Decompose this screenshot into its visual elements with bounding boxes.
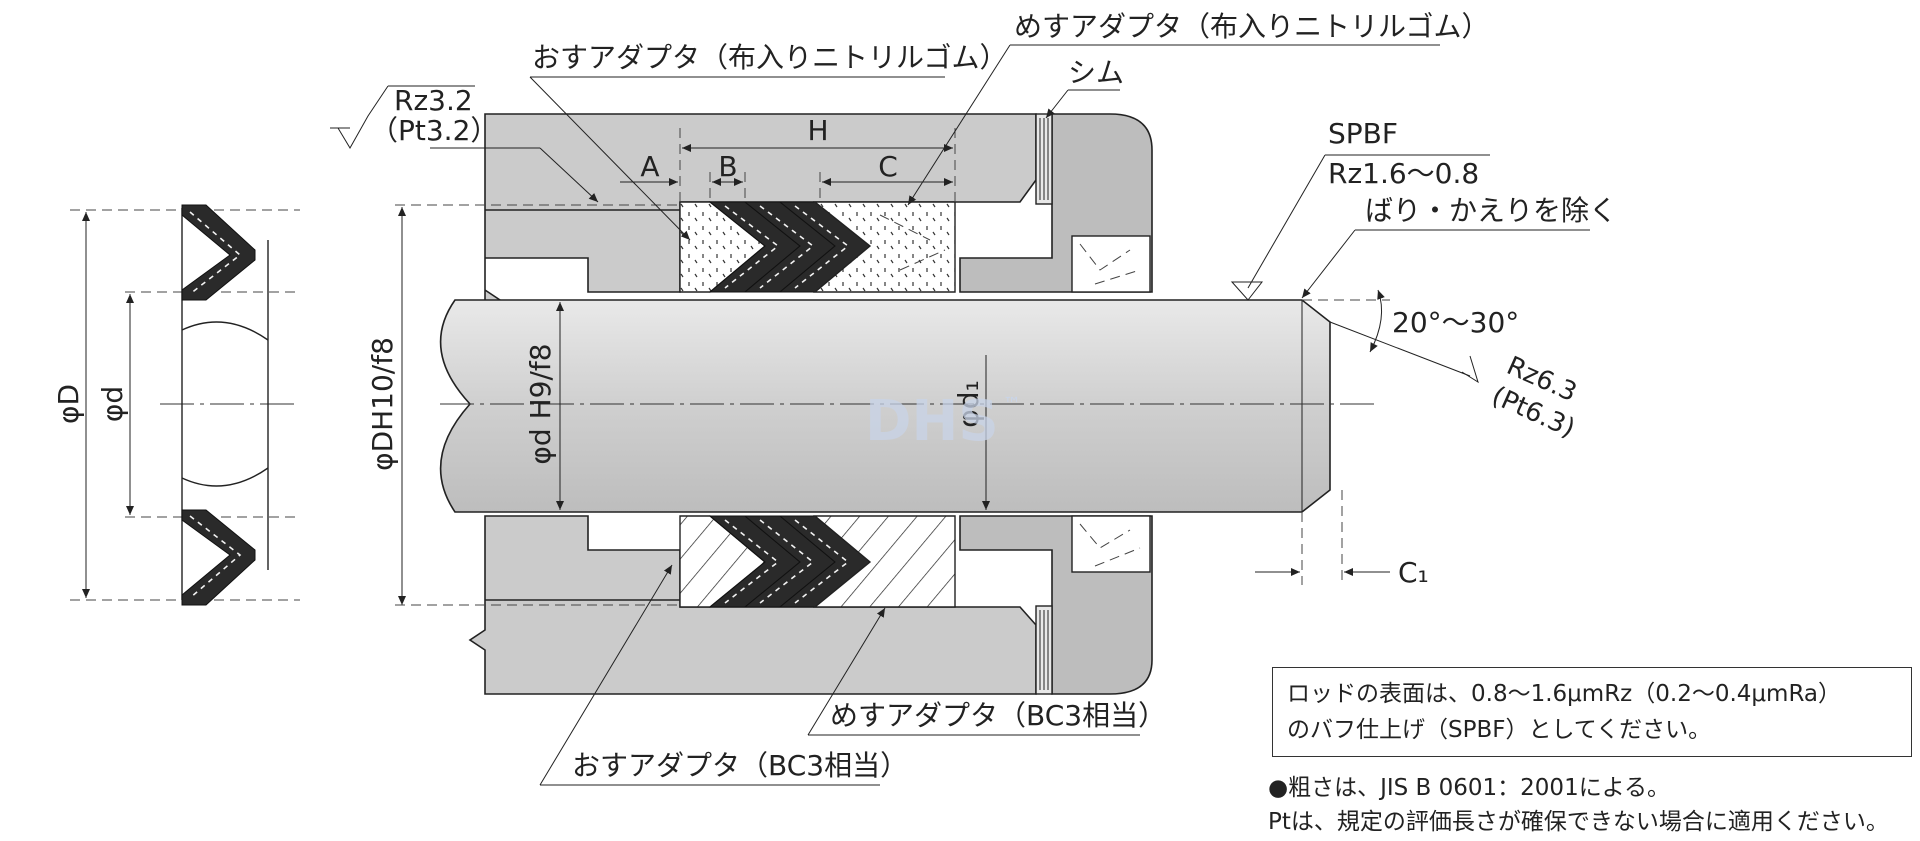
wiper-lower xyxy=(1071,515,1151,573)
dim-B: B xyxy=(718,150,737,183)
dim-phid: φd xyxy=(96,386,129,422)
label-male-adapter-fabric: おすアダプタ（布入りニトリルゴム） xyxy=(532,41,1007,74)
label-female-adapter-fabric: めすアダプタ（布入りニトリルゴム） xyxy=(1014,10,1489,43)
dim-phiD-fit: φDH10/f8 xyxy=(366,337,399,471)
dim-phiD: φD xyxy=(52,384,85,424)
female-adapter-fabric xyxy=(813,201,956,293)
dimensions-main: φDH10/f8 φd H9/f8 φd₁ H A B C C₁ xyxy=(366,114,1429,606)
label-angle: 20°〜30° xyxy=(1392,306,1519,339)
label-female-adapter-bc3: めすアダプタ（BC3相当） xyxy=(830,699,1166,732)
female-adapter-bc3 xyxy=(813,515,956,608)
footnote-roughness: ●粗さは、JIS B 0601：2001による。 xyxy=(1268,775,1671,801)
label-male-adapter-bc3: おすアダプタ（BC3相当） xyxy=(572,749,908,782)
dim-phid-fit: φd H9/f8 xyxy=(524,343,557,464)
label-pt-bore: （Pt3.2） xyxy=(370,114,498,147)
dim-A: A xyxy=(640,150,659,183)
label-rz-rod: Rz1.6〜0.8 xyxy=(1328,157,1479,190)
rod-surface-note-line2: のバフ仕上げ（SPBF）としてください。 xyxy=(1287,717,1712,743)
v-ring-top xyxy=(181,204,256,301)
dim-H: H xyxy=(807,114,828,147)
packing-set-upper xyxy=(679,201,956,293)
rod-surface-note-line1: ロッドの表面は、0.8〜1.6μmRz（0.2〜0.4μmRa） xyxy=(1287,681,1842,707)
packing-set-lower xyxy=(679,515,956,608)
label-spbf: SPBF xyxy=(1328,117,1398,150)
label-rz-bore: Rz3.2 xyxy=(394,84,473,117)
watermark-tm: ™ xyxy=(1003,394,1021,415)
housing xyxy=(468,113,1153,695)
dim-C1: C₁ xyxy=(1398,556,1429,589)
footnote-pt: Ptは、規定の評価長さが確保できない場合に適用ください。 xyxy=(1268,809,1889,835)
v-ring-bottom xyxy=(181,509,256,606)
rod-body xyxy=(439,299,1331,513)
label-shim: シム xyxy=(1068,56,1124,89)
watermark: DHS xyxy=(865,389,999,454)
wiper-upper xyxy=(1071,235,1151,293)
dim-phid1: φd₁ xyxy=(952,380,985,427)
dim-C: C xyxy=(878,150,898,183)
callouts: おすアダプタ（布入りニトリルゴム） めすアダプタ（布入りニトリルゴム） シム R… xyxy=(330,10,1617,786)
rod xyxy=(439,299,1380,513)
v-ring-section-view: φD φd xyxy=(52,204,300,606)
rod-surface-note: ロッドの表面は、0.8〜1.6μmRz（0.2〜0.4μmRa） のバフ仕上げ（… xyxy=(1272,667,1912,757)
label-deburr: ばり・かえりを除く xyxy=(1365,194,1617,227)
